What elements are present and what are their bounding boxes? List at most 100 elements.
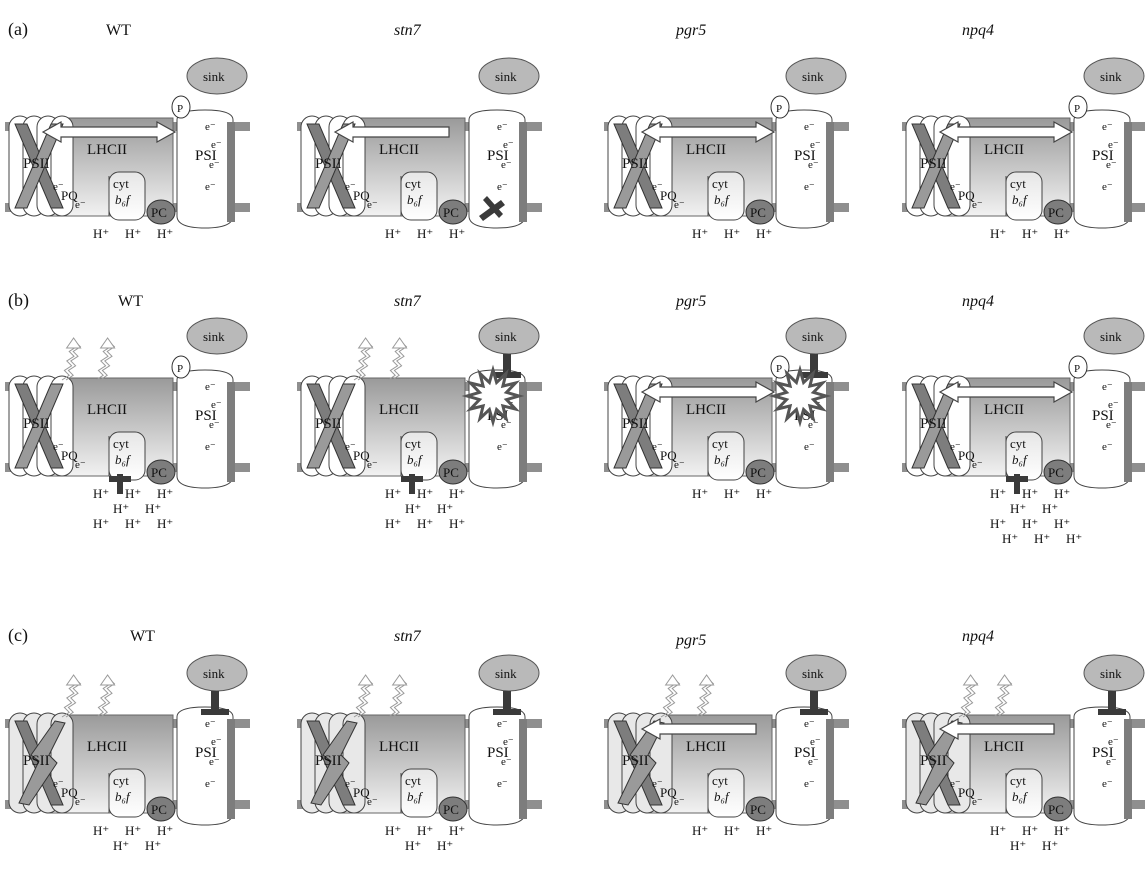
lhcii-label: LHCII [379,739,419,755]
psii-label: PSII [622,156,649,172]
electron-label: e⁻ [1102,181,1113,193]
pc-label: PC [750,205,766,220]
lhcii-label: LHCII [686,142,726,158]
proton-label: H⁺ [1022,823,1038,838]
proton-label: H⁺ [385,516,401,531]
pc-label: PC [1048,465,1064,480]
proton-label: H⁺ [1042,838,1058,853]
electron-label: e⁻ [1102,718,1113,730]
electron-label: e⁻ [972,199,983,211]
sink-label: sink [1100,69,1122,84]
proton-label: H⁺ [1054,486,1070,501]
electron-label: e⁻ [503,139,514,151]
sink-block [503,691,511,709]
sink-block [211,691,219,709]
cyt-label: cyt [712,773,728,788]
lhcii-label: LHCII [379,402,419,418]
diagram-panel: LHCIIPSIIPQcytb₆fPCPSIsinkPe⁻e⁻e⁻e⁻e⁻e⁻H… [604,318,849,501]
electron-label: e⁻ [1108,399,1119,411]
cyt-label: cyt [113,176,129,191]
proton-label: H⁺ [1042,501,1058,516]
sink-label: sink [495,69,517,84]
phosphate-label: P [776,363,782,375]
proton-label: H⁺ [405,501,421,516]
electron-label: e⁻ [53,181,64,193]
lhcii-label: LHCII [379,142,419,158]
proton-label: H⁺ [93,486,109,501]
sink-label: sink [802,666,824,681]
b6f-label: b₆f [714,452,731,467]
cyt-label: cyt [712,176,728,191]
electron-label: e⁻ [211,399,222,411]
proton-label: H⁺ [449,486,465,501]
proton-label: H⁺ [990,516,1006,531]
proton-label: H⁺ [1022,226,1038,241]
proton-label: H⁺ [437,838,453,853]
electron-label: e⁻ [205,121,216,133]
col-title-stn7: stn7 [394,293,422,310]
panel-label-c: (c) [8,625,28,646]
electron-label: e⁻ [501,756,512,768]
proton-label: H⁺ [417,226,433,241]
electron-label: e⁻ [1102,121,1113,133]
sink-label: sink [203,329,225,344]
proton-label: H⁺ [756,486,772,501]
sink-label: sink [802,69,824,84]
electron-label: e⁻ [205,778,216,790]
electron-label: e⁻ [1106,419,1117,431]
pc-label: PC [151,465,167,480]
proton-label: H⁺ [724,823,740,838]
sink-block-bar [800,709,828,715]
sink-label: sink [1100,666,1122,681]
electron-label: e⁻ [501,159,512,171]
electron-label: e⁻ [367,796,378,808]
electron-label: e⁻ [497,718,508,730]
cyt-label: cyt [113,773,129,788]
psii-label: PSII [315,416,342,432]
proton-label: H⁺ [385,226,401,241]
proton-label: H⁺ [1054,516,1070,531]
panel-label-b: (b) [8,290,29,311]
col-title-stn7: stn7 [394,628,422,645]
pc-label: PC [151,205,167,220]
pc-label: PC [443,465,459,480]
proton-label: H⁺ [724,226,740,241]
pc-label: PC [151,802,167,817]
b6f-label: b₆f [714,192,731,207]
proton-label: H⁺ [449,226,465,241]
electron-label: e⁻ [497,181,508,193]
sink-label: sink [203,69,225,84]
diagram-grid: LHCIIPSIIPQcytb₆fPCPSIsinkPe⁻e⁻e⁻e⁻e⁻e⁻H… [5,58,1145,853]
electron-label: e⁻ [804,121,815,133]
sink-block-bar [1098,709,1126,715]
sink-block-bar [493,709,521,715]
psii-label: PSII [920,753,947,769]
electron-label: e⁻ [652,181,663,193]
pc-label: PC [1048,205,1064,220]
electron-label: e⁻ [503,736,514,748]
pc-label: PC [1048,802,1064,817]
b6f-label: b₆f [407,452,424,467]
electron-label: e⁻ [950,778,961,790]
b6f-label: b₆f [115,192,132,207]
electron-label: e⁻ [497,121,508,133]
electron-label: e⁻ [1106,756,1117,768]
phosphate-label: P [776,103,782,115]
b6f-label: b₆f [1012,192,1029,207]
proton-label: H⁺ [125,516,141,531]
diagram-panel: LHCIIPSIIPQcytb₆fPCPSIsinke⁻e⁻e⁻e⁻e⁻e⁻H⁺… [5,655,250,853]
electron-label: e⁻ [1108,736,1119,748]
cyt-label: cyt [405,176,421,191]
pc-label: PC [443,802,459,817]
panel-label-a: (a) [8,19,28,40]
electron-label: e⁻ [211,139,222,151]
lhcii-label: LHCII [686,402,726,418]
sink-block [503,354,511,372]
electron-label: e⁻ [674,796,685,808]
psii-label: PSII [23,753,50,769]
proton-label: H⁺ [756,823,772,838]
electron-label: e⁻ [75,199,86,211]
diagram-panel: LHCIIPSIIPQcytb₆fPCPSIsinkPe⁻e⁻e⁻e⁻e⁻e⁻H… [5,318,250,531]
proton-label: H⁺ [990,226,1006,241]
col-title-pgr5: pgr5 [675,632,706,649]
